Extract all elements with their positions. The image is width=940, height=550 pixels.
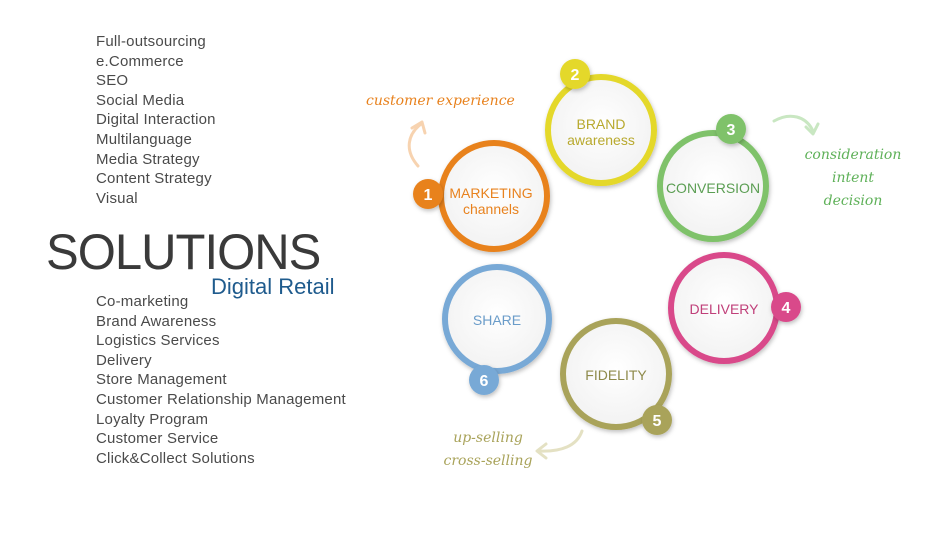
solutions-title: SOLUTIONS xyxy=(46,224,321,280)
step-number: 4 xyxy=(782,300,791,317)
step-number: 5 xyxy=(653,413,662,430)
annotation-line: cross-selling xyxy=(443,453,533,469)
step-label: DELIVERY xyxy=(690,301,760,317)
arrow-head xyxy=(804,122,820,136)
step-label: SHARE xyxy=(473,312,521,328)
list-item: Store Management xyxy=(96,371,227,389)
list-item: Delivery xyxy=(96,351,152,369)
list-item: Co-marketing xyxy=(96,293,189,310)
list-item: Customer Service xyxy=(96,430,219,448)
list-item: Brand Awareness xyxy=(96,312,217,330)
step-label: MARKETING xyxy=(449,185,532,201)
list-item: Customer Relationship Management xyxy=(96,390,346,408)
step-number-badge xyxy=(716,114,746,144)
list-item: e.Commerce xyxy=(96,52,184,70)
step-sublabel: channels xyxy=(463,201,519,217)
step-label: FIDELITY xyxy=(585,367,647,383)
services-list-bottom: Co-marketing Brand Awareness Logistics S… xyxy=(96,292,346,468)
step-number: 3 xyxy=(727,122,736,139)
annotation-line: up-selling xyxy=(453,430,523,446)
list-item: Full-outsourcing xyxy=(96,33,206,50)
step-label: BRAND xyxy=(576,116,625,132)
list-item: Social Media xyxy=(96,91,185,109)
step-number-badge xyxy=(469,365,499,395)
step-brand: 2 BRAND awareness xyxy=(545,59,657,186)
annotation-fidelity: up-selling cross-selling xyxy=(438,427,538,473)
step-number: 1 xyxy=(424,187,433,204)
list-item: Media Strategy xyxy=(96,150,200,168)
list-item: Content Strategy xyxy=(96,170,212,188)
list-item: Logistics Services xyxy=(96,332,220,350)
step-conversion: 3 CONVERSION xyxy=(657,114,769,242)
step-number-badge xyxy=(771,292,801,322)
step-number-badge xyxy=(642,405,672,435)
services-list-top: Full-outsourcing e.Commerce SEO Social M… xyxy=(96,32,216,208)
annotation-line: decision xyxy=(823,193,883,209)
annotation-line: intent xyxy=(831,170,875,186)
arrow-customer-experience xyxy=(407,122,423,168)
step-label: CONVERSION xyxy=(666,180,760,196)
step-share: 6 SHARE xyxy=(442,264,552,395)
step-fidelity: 5 FIDELITY xyxy=(560,318,672,435)
step-delivery: 4 DELIVERY xyxy=(668,252,801,364)
arrow-head xyxy=(535,442,548,460)
step-number-badge xyxy=(560,59,590,89)
annotation-line: consideration xyxy=(804,147,902,163)
annotation-line: customer experience xyxy=(366,93,515,109)
annotation-customer: customer experience xyxy=(366,90,515,113)
arrow-fidelity xyxy=(537,429,584,453)
list-item: Click&Collect Solutions xyxy=(96,449,255,467)
list-item: Digital Interaction xyxy=(96,111,216,129)
step-number: 2 xyxy=(571,67,580,84)
step-marketing: 1 MARKETING channels xyxy=(413,140,550,252)
list-item: Loyalty Program xyxy=(96,410,209,428)
annotation-conversion: consideration intent decision xyxy=(803,144,903,213)
arrow-head xyxy=(410,120,427,135)
list-item: Visual xyxy=(96,189,138,207)
arrow-conversion xyxy=(772,114,815,133)
step-number-badge xyxy=(413,179,443,209)
solutions-subtitle: Digital Retail xyxy=(211,274,335,299)
list-item: Multilanguage xyxy=(96,130,192,148)
list-item: SEO xyxy=(96,72,129,90)
step-sublabel: awareness xyxy=(567,132,635,148)
step-number: 6 xyxy=(480,373,489,390)
